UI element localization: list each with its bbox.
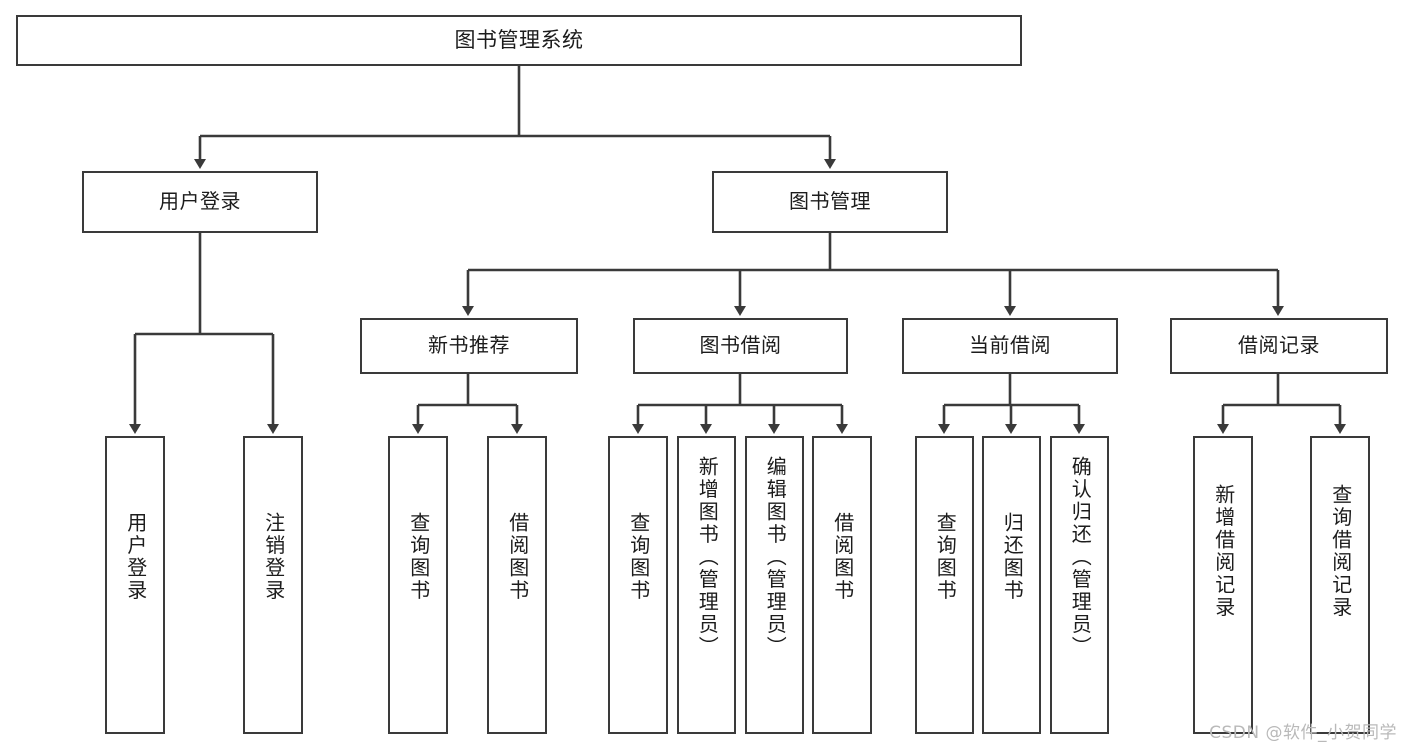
node-user-login[interactable]: 用户登录 [82, 171, 318, 233]
node-leaf-confirm-return-label: 确认归还（管理员） [1068, 456, 1093, 659]
node-leaf-borrow-book-2[interactable]: 借阅图书 [812, 436, 872, 734]
node-leaf-user-login-label: 用户登录 [123, 512, 148, 602]
node-borrow-record-label: 借阅记录 [1238, 333, 1320, 358]
node-leaf-query-book-3[interactable]: 查询图书 [915, 436, 974, 734]
node-leaf-query-book-1-label: 查询图书 [406, 512, 431, 602]
node-leaf-logout-label: 注销登录 [261, 512, 286, 602]
node-leaf-return-book-label: 归还图书 [1000, 512, 1025, 602]
node-leaf-borrow-book-2-label: 借阅图书 [830, 512, 855, 602]
node-leaf-query-book-3-label: 查询图书 [933, 512, 958, 602]
node-leaf-add-record-label: 新增借阅记录 [1211, 484, 1236, 619]
node-book-manage-label: 图书管理 [789, 189, 871, 214]
node-book-borrow-label: 图书借阅 [699, 333, 782, 358]
node-leaf-confirm-return[interactable]: 确认归还（管理员） [1050, 436, 1109, 734]
node-leaf-edit-book-label: 编辑图书（管理员） [763, 456, 788, 659]
node-new-book-recommend[interactable]: 新书推荐 [360, 318, 578, 374]
node-leaf-query-book-2-label: 查询图书 [626, 512, 651, 602]
node-current-borrow-label: 当前借阅 [969, 333, 1051, 358]
node-leaf-borrow-book-1[interactable]: 借阅图书 [487, 436, 547, 734]
node-leaf-query-book-2[interactable]: 查询图书 [608, 436, 668, 734]
node-current-borrow[interactable]: 当前借阅 [902, 318, 1118, 374]
node-leaf-add-book[interactable]: 新增图书（管理员） [677, 436, 736, 734]
node-root[interactable]: 图书管理系统 [16, 15, 1022, 66]
node-leaf-add-book-label: 新增图书（管理员） [695, 456, 720, 659]
node-leaf-query-book-1[interactable]: 查询图书 [388, 436, 448, 734]
node-user-login-label: 用户登录 [159, 189, 241, 214]
node-leaf-query-record-label: 查询借阅记录 [1328, 484, 1353, 619]
node-book-borrow[interactable]: 图书借阅 [633, 318, 848, 374]
node-root-label: 图书管理系统 [454, 28, 584, 53]
node-book-manage[interactable]: 图书管理 [712, 171, 948, 233]
node-new-book-recommend-label: 新书推荐 [428, 333, 510, 358]
node-leaf-return-book[interactable]: 归还图书 [982, 436, 1041, 734]
node-leaf-query-record[interactable]: 查询借阅记录 [1310, 436, 1370, 734]
node-leaf-logout[interactable]: 注销登录 [243, 436, 303, 734]
node-leaf-edit-book[interactable]: 编辑图书（管理员） [745, 436, 804, 734]
node-leaf-borrow-book-1-label: 借阅图书 [505, 512, 530, 602]
node-leaf-add-record[interactable]: 新增借阅记录 [1193, 436, 1253, 734]
node-borrow-record[interactable]: 借阅记录 [1170, 318, 1388, 374]
node-leaf-user-login[interactable]: 用户登录 [105, 436, 165, 734]
